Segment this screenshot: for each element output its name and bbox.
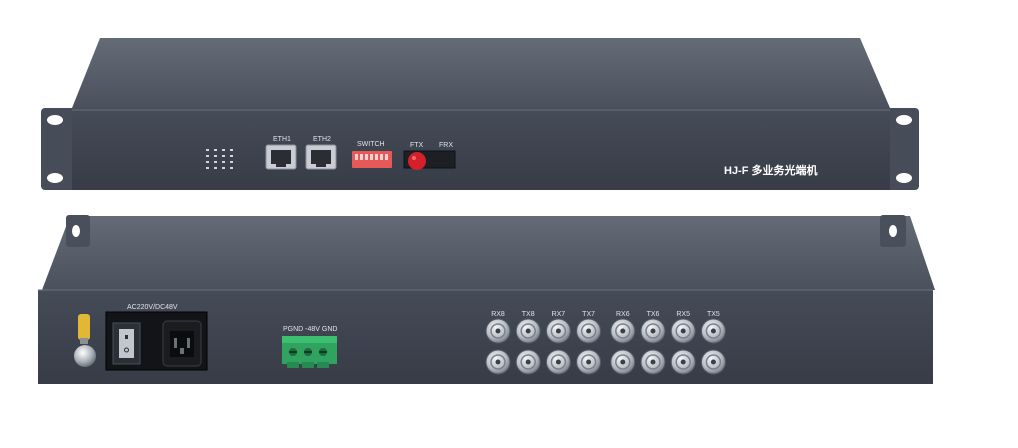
- terminal-label: PGND -48V GND: [283, 326, 337, 333]
- fiber-optic-port[interactable]: [403, 150, 456, 170]
- bnc-connector[interactable]: [545, 318, 571, 344]
- bnc-label-tx5: TX5: [707, 311, 720, 318]
- bnc-label-rx8: RX8: [491, 311, 505, 318]
- front-right-ear-hole-bottom: [896, 173, 912, 183]
- power-terminal-block[interactable]: [282, 336, 337, 368]
- ground-terminal[interactable]: [74, 314, 96, 367]
- front-left-ear-hole-bottom: [47, 173, 63, 183]
- eth1-port[interactable]: [265, 144, 297, 170]
- bnc-connector[interactable]: [700, 349, 726, 375]
- front-left-ear-hole-top: [47, 115, 63, 125]
- bnc-connector[interactable]: [670, 318, 696, 344]
- bnc-connector[interactable]: [610, 318, 636, 344]
- power-label: AC220V/DC48V: [127, 304, 178, 311]
- bnc-connector[interactable]: [640, 318, 666, 344]
- frx-label: FRX: [439, 142, 453, 149]
- bnc-connector-grid: [485, 318, 726, 375]
- bnc-connector[interactable]: [670, 349, 696, 375]
- eth1-label: ETH1: [273, 136, 291, 143]
- bnc-label-rx5: RX5: [676, 311, 690, 318]
- dip-switch[interactable]: [352, 151, 392, 168]
- switch-label: SWITCH: [357, 141, 385, 148]
- bnc-connector[interactable]: [576, 349, 602, 375]
- front-top-cover: [72, 38, 890, 108]
- front-right-ear-hole-top: [896, 115, 912, 125]
- bnc-connector[interactable]: [515, 349, 541, 375]
- power-module: [105, 311, 208, 371]
- bnc-label-tx8: TX8: [522, 311, 535, 318]
- bnc-label-rx7: RX7: [552, 311, 566, 318]
- bnc-connector[interactable]: [576, 318, 602, 344]
- bnc-connector[interactable]: [515, 318, 541, 344]
- rear-right-handle: [880, 215, 906, 247]
- eth2-port[interactable]: [305, 144, 337, 170]
- rear-left-handle: [66, 215, 90, 247]
- bnc-connector[interactable]: [485, 318, 511, 344]
- bnc-connector[interactable]: [545, 349, 571, 375]
- bnc-label-rx6: RX6: [616, 311, 630, 318]
- power-switch[interactable]: [112, 322, 141, 365]
- ftx-label: FTX: [410, 142, 424, 149]
- bnc-label-row: RX8 TX8 RX7 TX7 RX6 TX6 RX5 TX5: [491, 311, 720, 318]
- bnc-connector[interactable]: [640, 349, 666, 375]
- bnc-connector[interactable]: [610, 349, 636, 375]
- bnc-label-tx6: TX6: [647, 311, 660, 318]
- bnc-label-tx7: TX7: [582, 311, 595, 318]
- bnc-connector[interactable]: [700, 318, 726, 344]
- ac-power-inlet[interactable]: [162, 320, 202, 367]
- brand-label: HJ-F 多业务光端机: [724, 163, 818, 177]
- front-unit: ETH1 ETH2 SWITCH FTX FRX: [41, 38, 919, 190]
- front-faceplate: [72, 110, 890, 190]
- bnc-connector[interactable]: [485, 349, 511, 375]
- eth2-label: ETH2: [313, 136, 331, 143]
- rear-unit: AC220V/DC48V PGND -48V GND: [38, 215, 935, 384]
- rear-top-cover: [42, 216, 935, 290]
- front-led-grid: [206, 149, 233, 169]
